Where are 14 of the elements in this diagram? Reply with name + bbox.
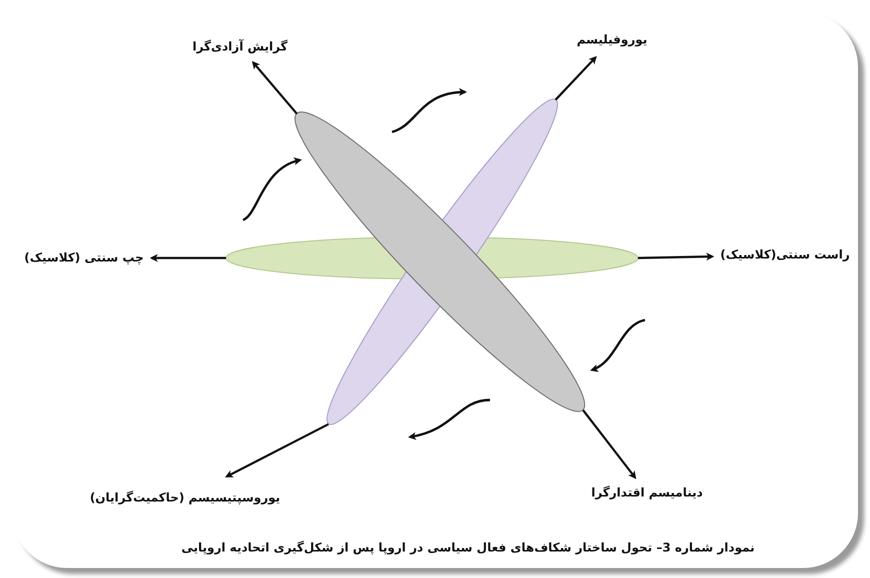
node-label: گرایش آزادی‌گرا <box>192 40 288 54</box>
arrow <box>582 410 636 480</box>
node-label: یوروسپتیسیسم (حاکمیت‌گرایان) <box>90 490 280 506</box>
node-label: چپ سنتی (کلاسیک) <box>24 250 144 266</box>
arrow <box>150 254 226 262</box>
ellipse <box>293 110 587 414</box>
node-label: راست سنتی(کلاسیک) <box>720 248 850 262</box>
arrow <box>225 423 329 478</box>
node-label: یوروفیلیسم <box>576 32 648 48</box>
node-label: دینامیسم اقتدارگرا <box>591 486 703 500</box>
arrow <box>252 60 298 115</box>
caption: نمودار شماره 3– تحول ساختار شکاف‌های فعال سیاسی در اروپا پس از شکل‌گیری اتحادیه اروپایی <box>181 540 755 556</box>
arrow <box>638 252 714 261</box>
arrow <box>554 56 597 101</box>
